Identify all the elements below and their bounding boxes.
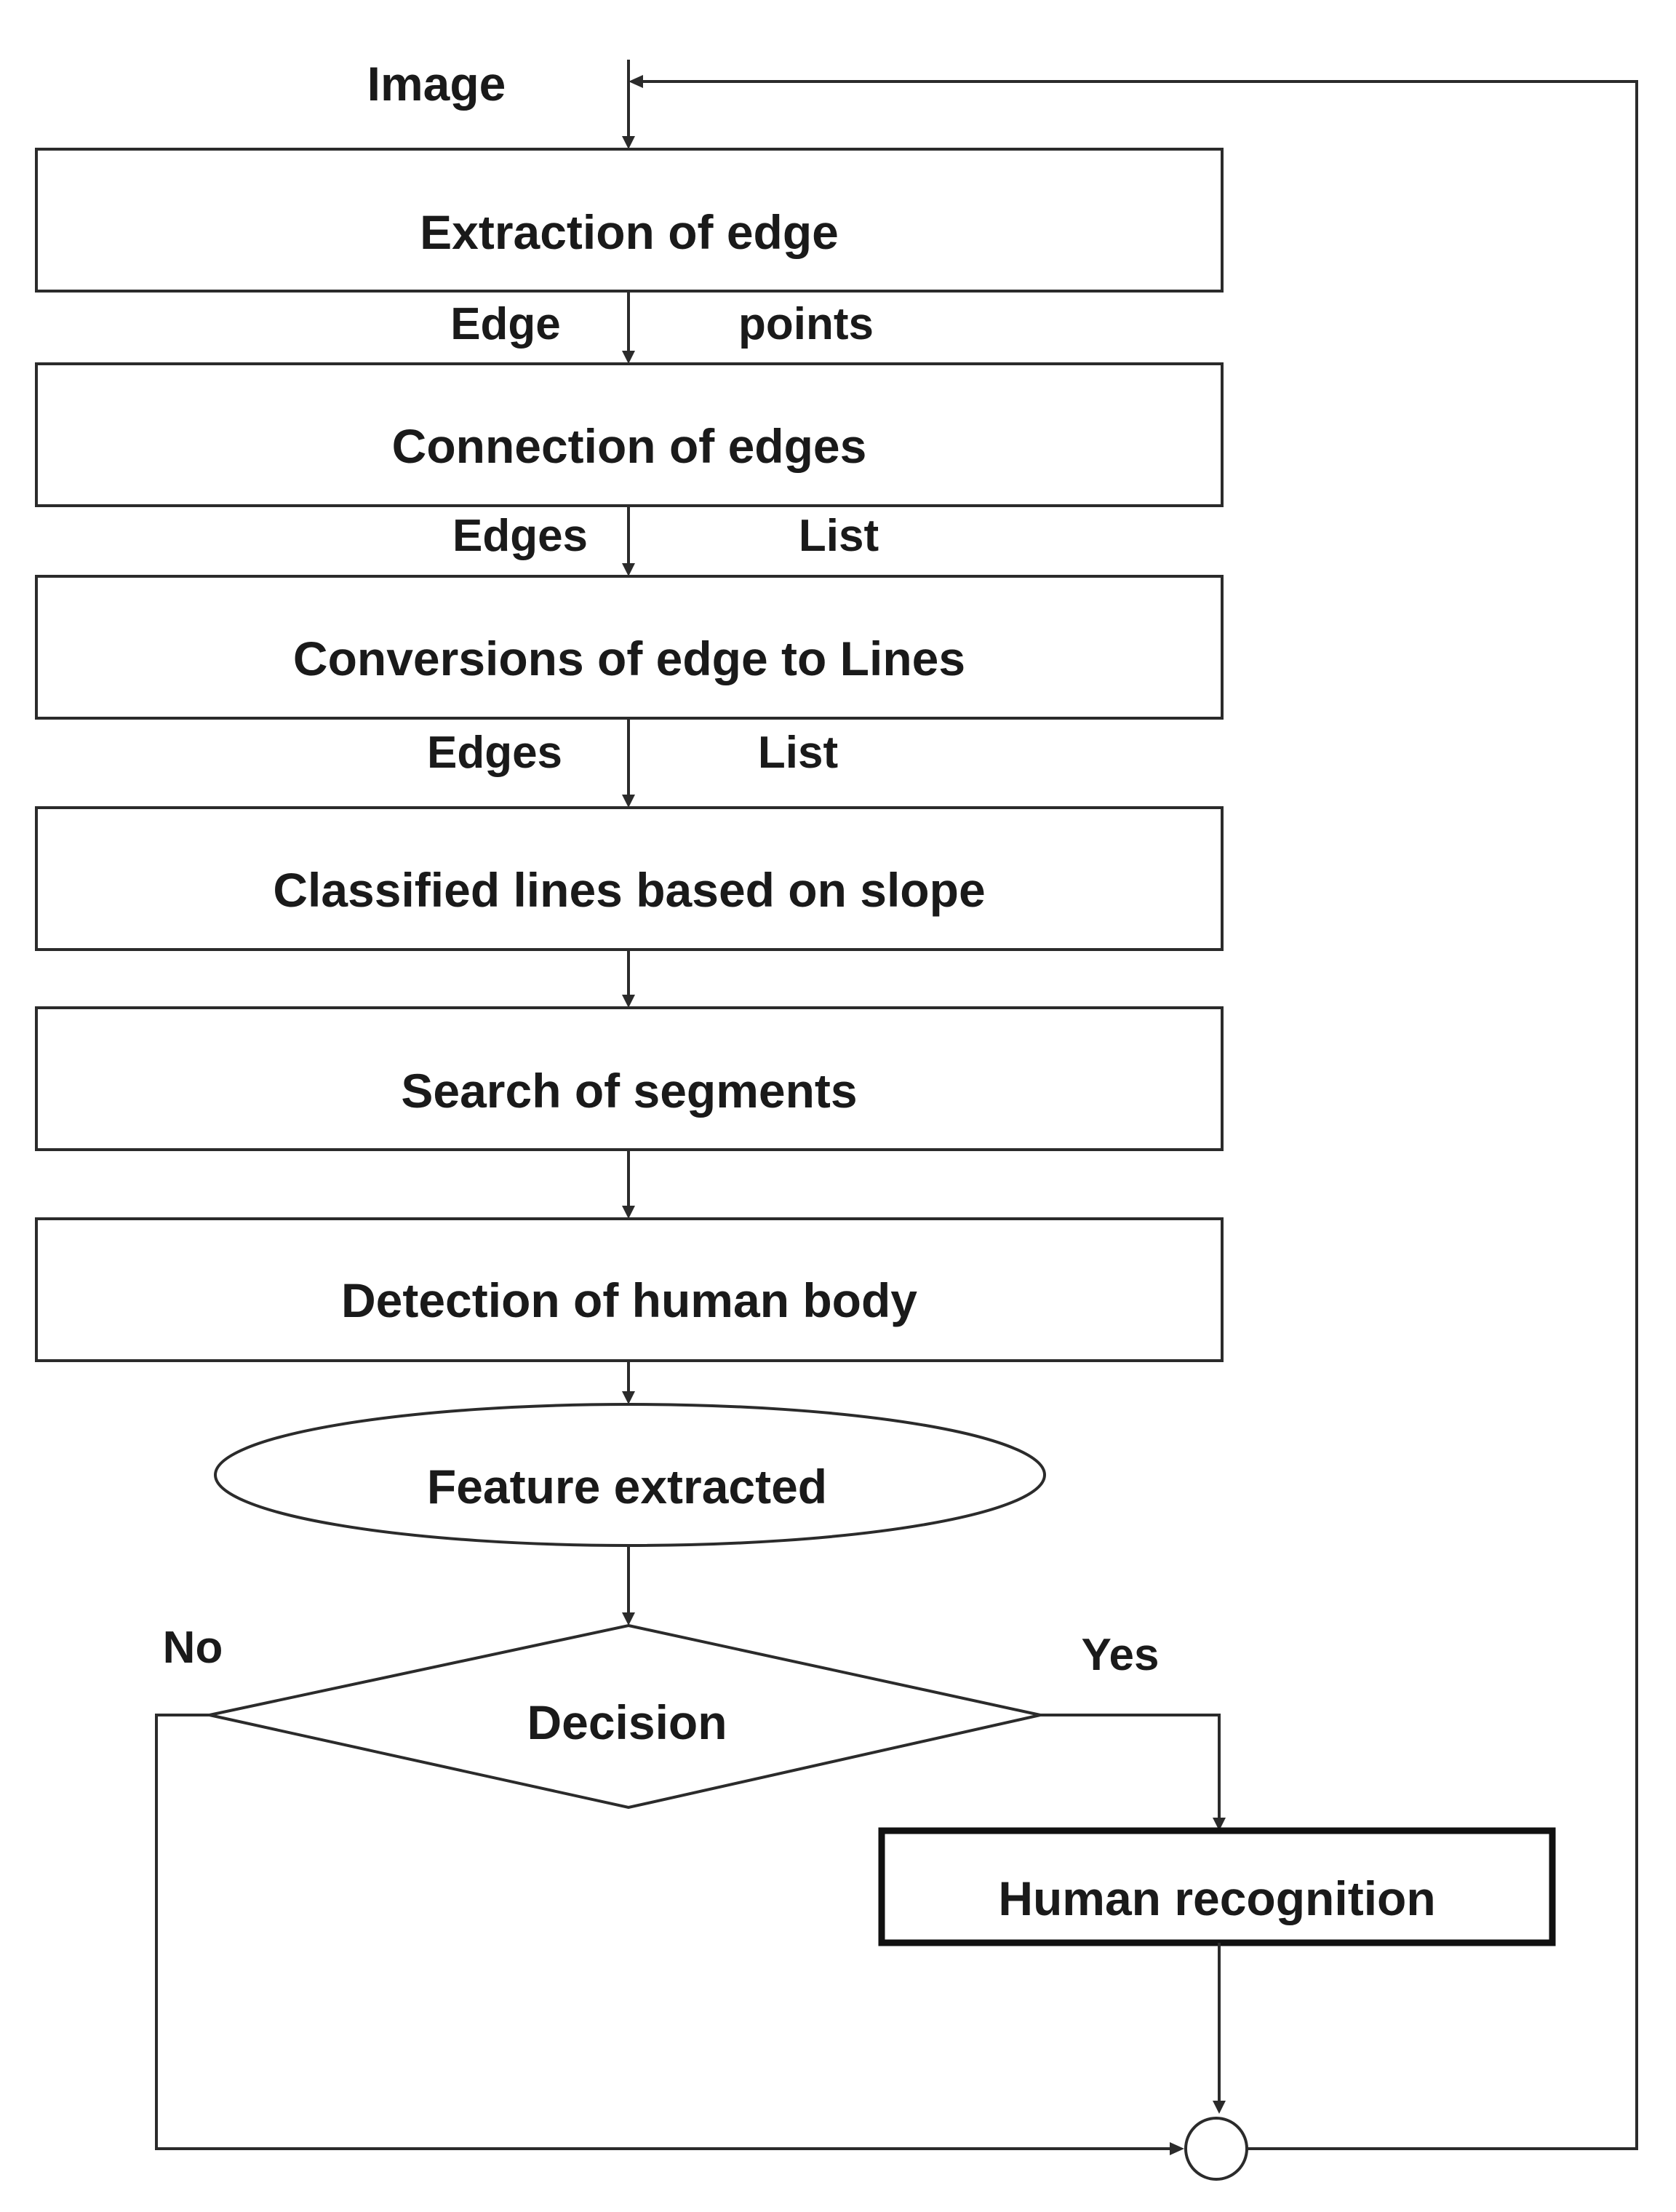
human-recognition-box xyxy=(878,1827,1556,1946)
step-conversion-label: Conversions of edge to Lines xyxy=(293,632,965,685)
step-conversion-box xyxy=(35,575,1224,720)
yes-branch-arrowhead xyxy=(1213,1818,1226,1831)
step-detection-box xyxy=(35,1217,1224,1362)
step-connection-box xyxy=(35,362,1224,507)
step-extraction-label: Extraction of edge xyxy=(420,205,839,259)
step-detection-label: Detection of human body xyxy=(341,1273,917,1327)
step-search-box xyxy=(35,1006,1224,1151)
input-arrowhead xyxy=(622,136,635,149)
connector-5-arrowhead xyxy=(622,1206,635,1219)
feedback-loop-line xyxy=(639,80,1638,2150)
no-branch-line xyxy=(155,1714,1170,2150)
human-recognition-label: Human recognition xyxy=(998,1871,1435,1925)
edge-label-1-right: points xyxy=(738,299,874,349)
step-classification-box xyxy=(35,806,1224,951)
no-branch-arrowhead xyxy=(1170,2142,1184,2155)
step-search-label: Search of segments xyxy=(401,1064,857,1118)
decision-label: Decision xyxy=(527,1695,727,1749)
input-label: Image xyxy=(367,57,506,111)
edge-label-3-right: List xyxy=(758,728,838,778)
connector-6-arrowhead xyxy=(622,1391,635,1404)
connector-2-arrowhead xyxy=(622,563,635,576)
connector-7-arrowhead xyxy=(622,1612,635,1626)
connector-4-arrowhead xyxy=(622,995,635,1008)
feature-label: Feature extracted xyxy=(427,1460,827,1513)
edge-label-2-right: List xyxy=(799,511,879,561)
step-connection-label: Connection of edges xyxy=(392,419,867,473)
edge-label-3-left: Edges xyxy=(427,728,562,778)
yes-branch-line xyxy=(1040,1714,1221,1822)
yes-label: Yes xyxy=(1082,1630,1160,1680)
no-label: No xyxy=(163,1623,223,1673)
decision-diamond xyxy=(209,1623,1041,1810)
edge-label-2-left: Edges xyxy=(452,511,588,561)
step-extraction-box xyxy=(35,148,1224,293)
edge-label-1-left: Edge xyxy=(450,299,561,349)
connector-3-arrowhead xyxy=(622,795,635,808)
merge-circle xyxy=(1184,2117,1248,2181)
connector-1-arrowhead xyxy=(622,351,635,364)
step-classification-label: Classified lines based on slope xyxy=(273,863,985,917)
recognition-to-merge-arrowhead xyxy=(1213,2101,1226,2114)
feedback-arrowhead xyxy=(628,75,643,88)
